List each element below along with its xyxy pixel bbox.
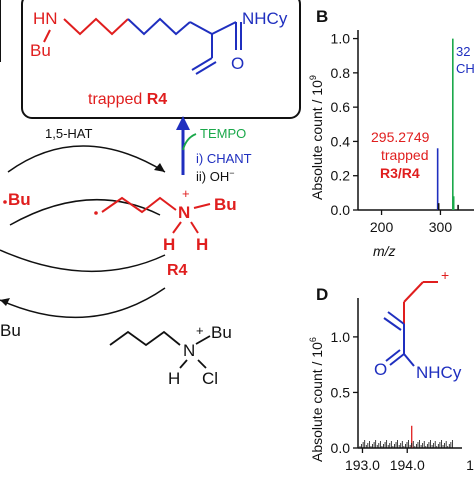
panel-b-right-label-green: CH xyxy=(456,61,474,76)
radical-dot-left xyxy=(3,200,7,204)
y-tick-label: 0.8 xyxy=(331,65,351,81)
panel-d-plot: 0.0 0.5 1.0 193.0 194.0 1 xyxy=(331,298,474,473)
y-tick-label: 0.4 xyxy=(331,133,351,149)
precursor-plus: + xyxy=(196,323,204,338)
precursor-ncl-bond xyxy=(197,359,207,369)
r4-label: R4 xyxy=(167,262,188,279)
panel-b-letter: B xyxy=(316,7,328,26)
r4-chain xyxy=(101,196,177,214)
inset-methylene-bond-2 xyxy=(383,317,402,331)
methylene-bond-2 xyxy=(195,61,217,75)
panel-b-peak-mz: 295.2749 xyxy=(371,129,430,145)
trapped-caption: trapped R4 xyxy=(88,91,167,108)
precursor-h-label: H xyxy=(168,369,180,388)
y-tick-label: 0.6 xyxy=(331,99,351,115)
panel-b-peak-label-1: trapped xyxy=(381,147,428,163)
blue-alkyl-chain xyxy=(127,17,191,36)
carbonyl-carbon-bond xyxy=(211,21,237,35)
left-bu-black: Bu xyxy=(0,321,21,340)
y-tick-label: 1.0 xyxy=(331,31,351,47)
y-tick-label: 0.0 xyxy=(331,440,351,456)
inset-carbonyl-bond-2 xyxy=(385,349,401,362)
amine-bu-label: Bu xyxy=(30,41,51,60)
hat-arrowhead-top xyxy=(154,163,165,172)
panel-b-peak-label-2: R3/R4 xyxy=(380,165,420,181)
precursor-bu-label: Bu xyxy=(211,323,232,342)
hat-arrow-top xyxy=(7,145,166,173)
cycle-arrowhead-bottom xyxy=(0,298,10,306)
r4-n-label: N xyxy=(178,203,190,222)
precursor-nh-bond xyxy=(179,359,188,369)
inset-methylene-bond-1 xyxy=(387,311,405,325)
tempo-label: TEMPO xyxy=(200,126,246,141)
panel-d-letter: D xyxy=(316,285,328,304)
inset-red-bond-mid xyxy=(403,281,424,303)
x-tick-label: 300 xyxy=(429,219,453,235)
panel-b-right-label-blue: 32 xyxy=(456,44,470,59)
r4-plus: + xyxy=(182,186,190,201)
panel-b-xlabel: m/z xyxy=(373,243,396,259)
amine-hn-label: HN xyxy=(33,9,58,28)
x-tick-label: 193.0 xyxy=(345,457,380,473)
trapping-arrowhead xyxy=(176,116,190,130)
inset-amide-bond xyxy=(403,353,415,367)
r4-nh-bond-2 xyxy=(190,221,199,234)
hat-label: 1,5-HAT xyxy=(45,126,92,141)
x-tick-label: 1 xyxy=(466,457,474,473)
carbonyl-o-label: O xyxy=(231,54,244,73)
precursor-n-bu-bond xyxy=(195,335,211,345)
precursor-cl-label: Cl xyxy=(202,369,218,388)
left-bu-red: Bu xyxy=(8,190,31,209)
r4-n-bu-bond xyxy=(193,203,211,209)
y-tick-label: 0.5 xyxy=(331,384,351,400)
panel-b-ylabel: Absolute count / 109 xyxy=(308,75,325,200)
r4-h2-label: H xyxy=(196,235,208,254)
panel-d-ylabel: Absolute count / 106 xyxy=(308,337,325,462)
panel-b-plot: 0.0 0.2 0.4 0.6 0.8 1.0 200 300 xyxy=(331,30,474,235)
precursor-n-label: N xyxy=(183,341,195,360)
n-butyl-bond xyxy=(43,29,51,43)
radical-dot-r4 xyxy=(94,211,98,215)
hydroxide-label: ii) OH− xyxy=(196,168,234,184)
cycle-arrow-upper xyxy=(9,198,161,226)
r4-h1-label: H xyxy=(163,235,175,254)
inset-amide-label: NHCy xyxy=(416,363,462,382)
inset-carbonyl-o: O xyxy=(374,360,387,379)
y-tick-label: 0.2 xyxy=(331,168,351,184)
chant-label: i) CHANT xyxy=(196,151,252,166)
amide-label: NHCy xyxy=(242,9,288,28)
y-tick-label: 1.0 xyxy=(331,329,351,345)
x-tick-label: 200 xyxy=(370,219,394,235)
inset-carbonyl-bond-1 xyxy=(389,353,405,366)
cycle-arrow-mid xyxy=(0,249,166,272)
red-alkyl-chain xyxy=(63,17,129,36)
precursor-chain xyxy=(109,330,181,347)
inset-plus: + xyxy=(441,267,449,283)
chain-to-vinyl-bond xyxy=(189,21,213,35)
trapped-product-box xyxy=(21,0,301,119)
methylene-bond-1 xyxy=(191,57,213,71)
r4-bu-label: Bu xyxy=(214,195,237,214)
x-tick-label: 194.0 xyxy=(390,457,425,473)
y-tick-label: 0.0 xyxy=(331,202,351,218)
cycle-arrow-bottom xyxy=(0,287,166,319)
r4-nh-bond-1 xyxy=(172,221,182,234)
tempo-arrow xyxy=(182,133,197,151)
